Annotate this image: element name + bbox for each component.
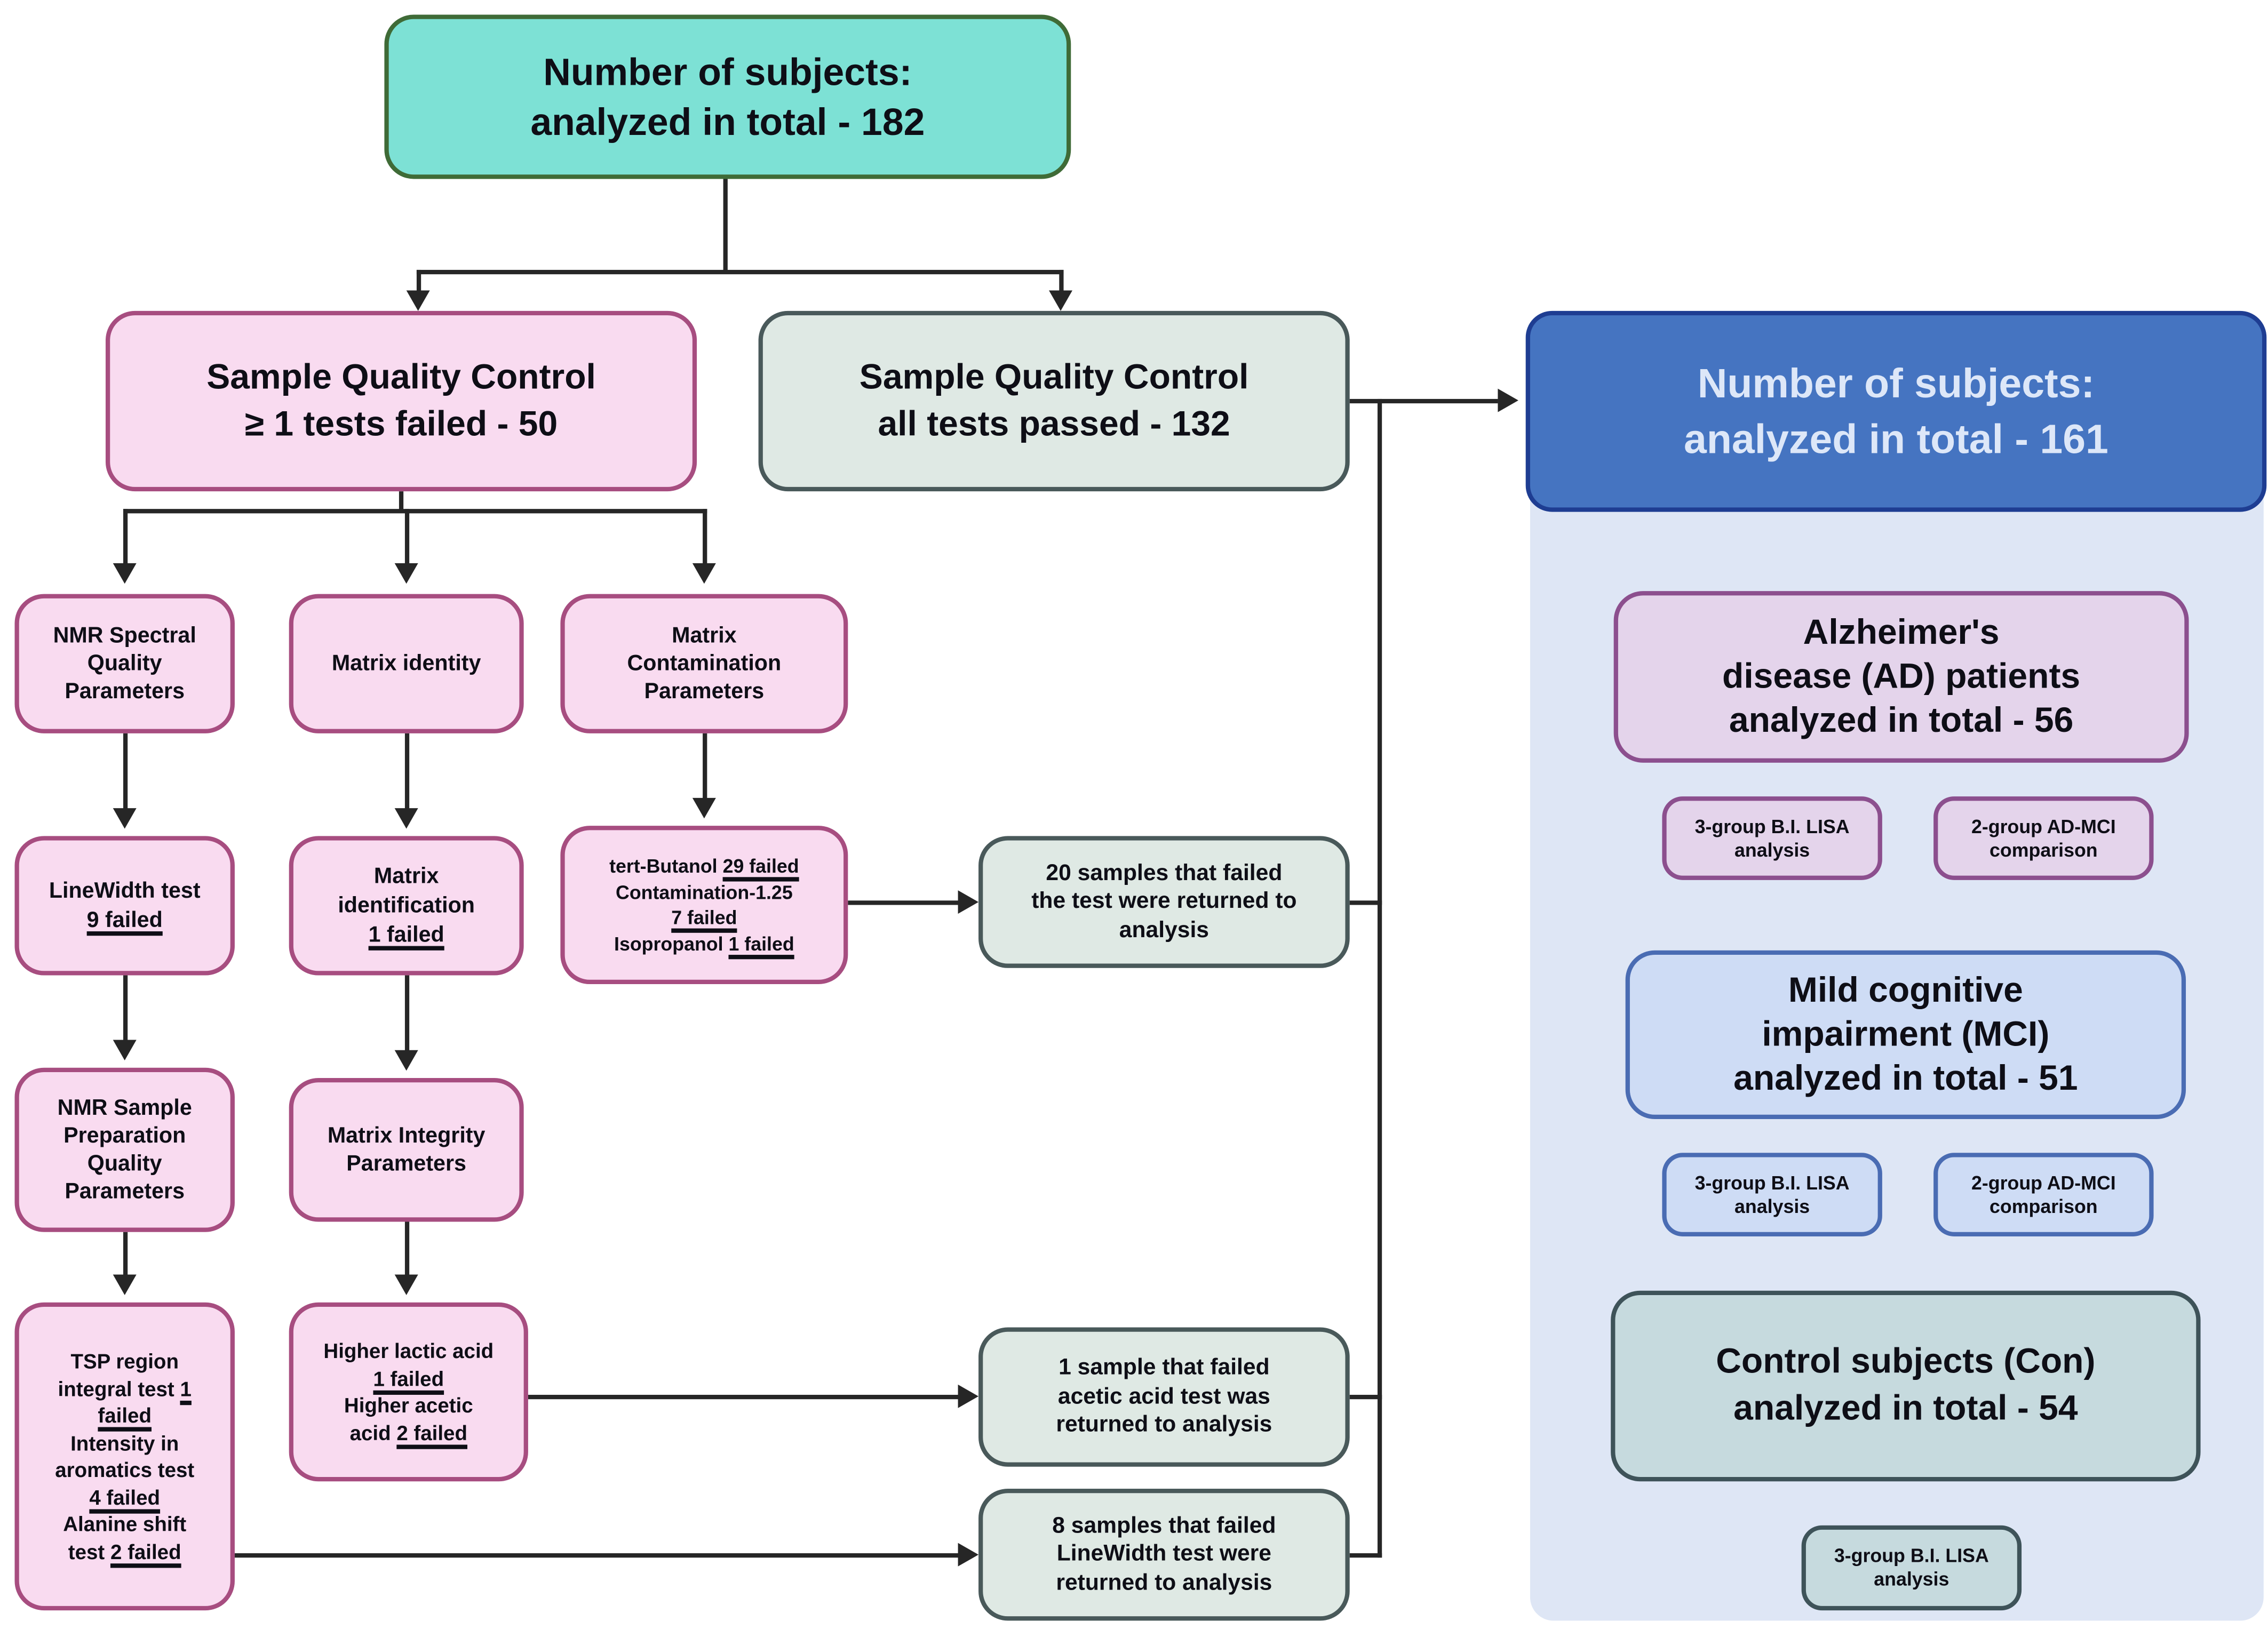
arrowhead-returned20 — [958, 889, 979, 913]
arrowhead-col3-a — [691, 797, 715, 819]
arrowhead-col3 — [691, 563, 715, 584]
arrowhead-to-sqc-failed — [405, 290, 429, 311]
connector-returned8-stub — [1349, 1552, 1381, 1557]
connector-col3-drop — [702, 508, 706, 564]
connector-col1-drop — [122, 508, 127, 564]
node-matrix-identity-header: Matrix identity — [289, 594, 524, 733]
connector-root-drop-right — [1058, 269, 1063, 291]
arrowhead-col1-c — [112, 1274, 136, 1295]
connector-acid-to-returned1 — [528, 1394, 960, 1399]
connector-root-stem — [723, 179, 728, 273]
arrowhead-returned8 — [958, 1542, 979, 1566]
connector-col2-a — [404, 733, 409, 810]
arrowhead-returned1 — [958, 1384, 979, 1408]
connector-col1-b — [122, 975, 127, 1042]
arrowhead-col2-b — [394, 1050, 418, 1071]
arrowhead-col1-b — [112, 1040, 136, 1061]
connector-col3-a — [702, 733, 706, 800]
node-control-subjects: Control subjects (Con)analyzed in total … — [1611, 1290, 2201, 1482]
connector-sqc-failed-stem — [399, 491, 404, 512]
connector-returned1-stub — [1349, 1394, 1381, 1399]
arrowhead-col2-c — [394, 1274, 418, 1295]
connector-col2-b — [404, 975, 409, 1052]
connector-col1-a — [122, 733, 127, 810]
connector-root-drop-left — [416, 269, 420, 291]
arrowhead-col1 — [112, 563, 136, 584]
arrowhead-col1-a — [112, 808, 136, 829]
node-total-analyzed-161: Number of subjects:analyzed in total - 1… — [1525, 310, 2267, 512]
connector-collector-vertical — [1376, 398, 1381, 1557]
connector-root-branch — [416, 269, 1063, 274]
arrowhead-blue-total — [1498, 388, 1518, 412]
connector-col2-drop — [404, 508, 409, 564]
node-sqc-failed: Sample Quality Control≥ 1 tests failed -… — [105, 310, 697, 492]
arrowhead-col2 — [394, 563, 418, 584]
connector-columns-branch — [122, 508, 706, 513]
connector-tert-to-returned20 — [848, 899, 960, 905]
node-total-analyzed-182: Number of subjects:analyzed in total - 1… — [384, 14, 1071, 179]
connector-col1-c — [122, 1232, 127, 1276]
connector-tsp-to-returned8 — [234, 1552, 960, 1557]
connector-passed-to-blue — [1349, 398, 1498, 403]
connector-col2-c — [404, 1221, 409, 1276]
connector-returned20-stub — [1349, 899, 1381, 905]
arrowhead-col2-a — [394, 808, 418, 829]
arrowhead-to-sqc-passed — [1048, 290, 1072, 311]
